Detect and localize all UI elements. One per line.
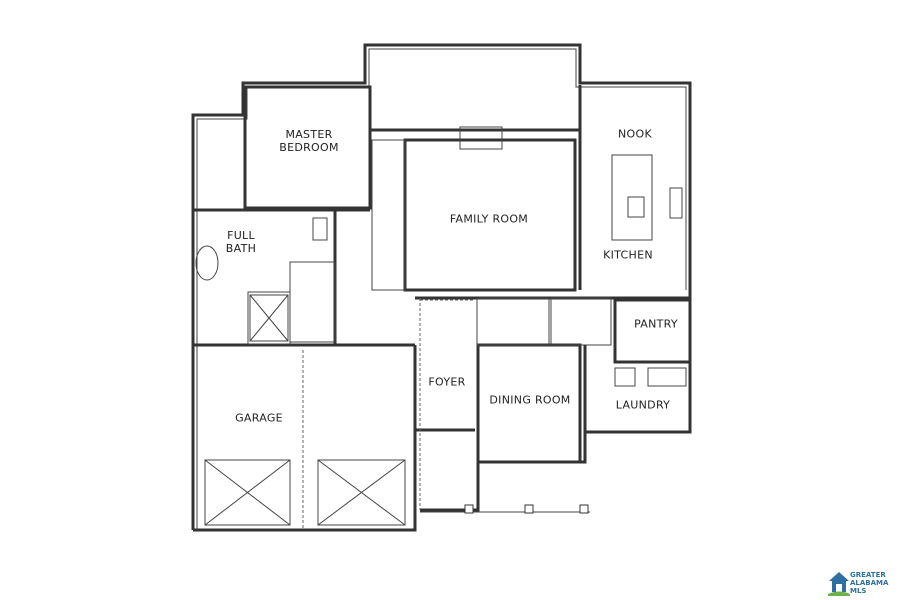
house-icon (828, 572, 850, 596)
room-label-family-room: FAMILY ROOM (449, 212, 529, 226)
room-label-full-bath: FULL BATH (225, 229, 257, 255)
room-label-dining-room: DINING ROOM (489, 393, 571, 407)
room-label-pantry: PANTRY (634, 317, 678, 331)
room-label-nook: NOOK (618, 127, 652, 141)
room-label-master-bedroom: MASTER BEDROOM (279, 128, 339, 154)
fireplace (459, 126, 503, 150)
room-label-foyer: FOYER (428, 375, 466, 389)
room-label-kitchen: KITCHEN (603, 248, 653, 262)
room-label-garage: GARAGE (235, 411, 283, 425)
exterior-walls (191, 43, 692, 532)
room-label-laundry: LAUNDRY (615, 398, 671, 412)
interior-walls (193, 85, 692, 528)
